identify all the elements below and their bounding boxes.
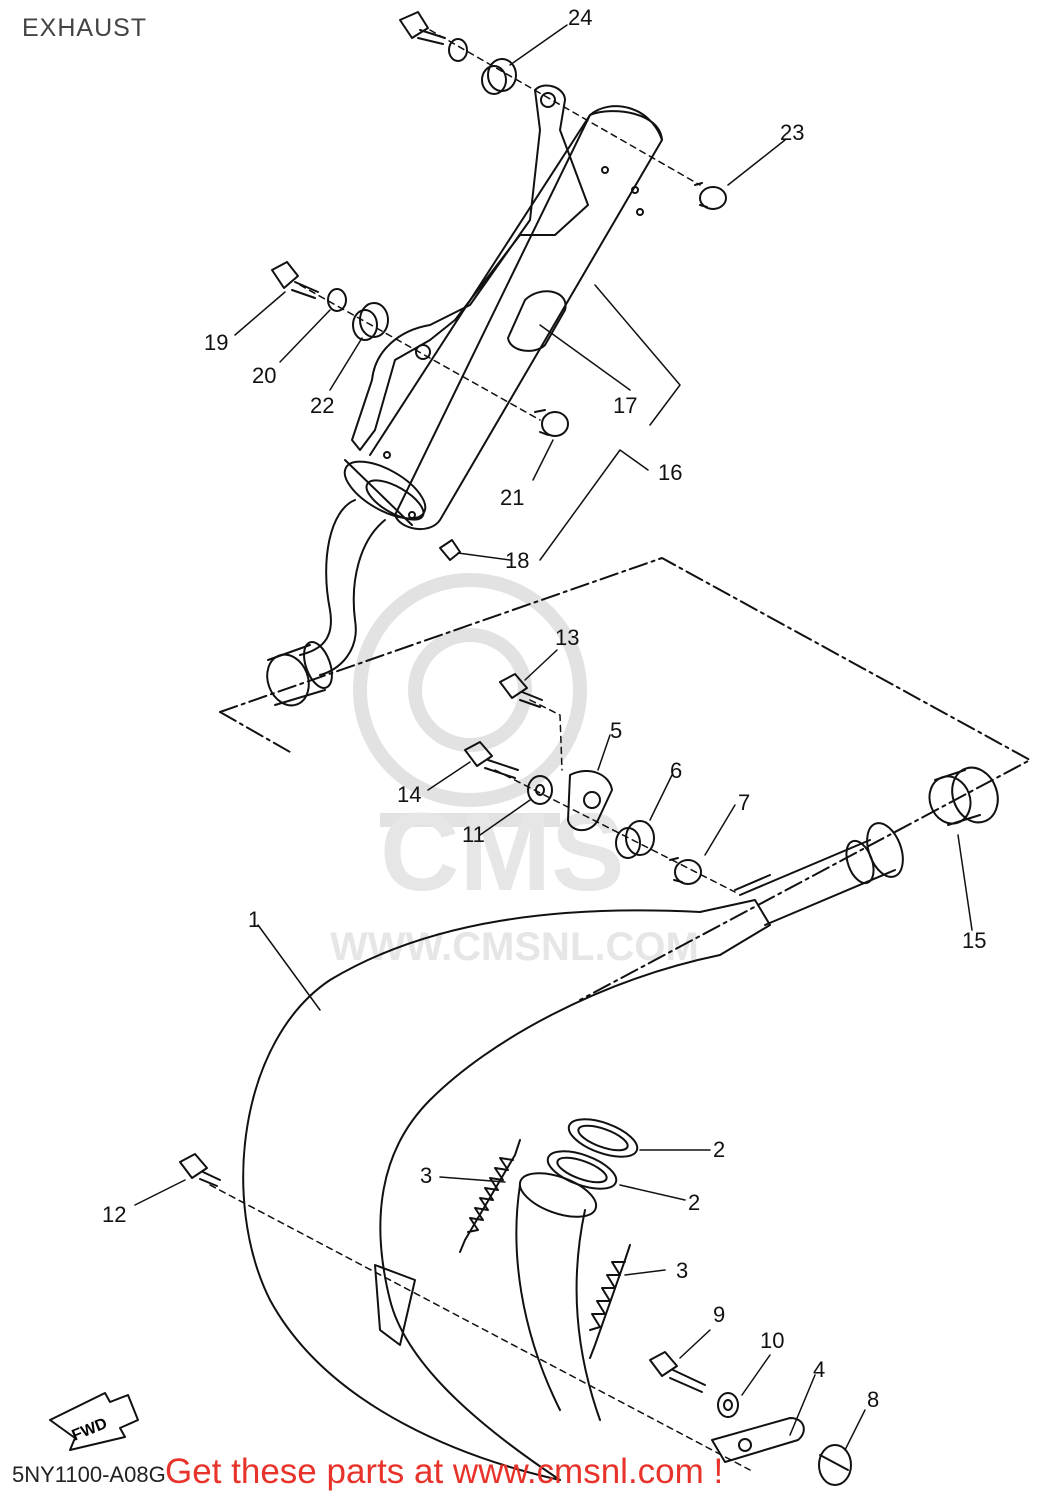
gasket-2a xyxy=(567,1118,639,1158)
callout-4: 4 xyxy=(813,1357,825,1382)
collar-7 xyxy=(669,857,702,885)
collar-21 xyxy=(534,409,569,437)
bolt-13 xyxy=(499,673,543,708)
callout-12: 12 xyxy=(102,1202,126,1227)
callout-22: 22 xyxy=(310,393,334,418)
callout-18: 18 xyxy=(505,548,529,573)
callout-6: 6 xyxy=(670,758,682,783)
callout-9: 9 xyxy=(713,1302,725,1327)
bracket-5 xyxy=(567,770,613,832)
callout-2b: 2 xyxy=(688,1190,700,1215)
callout-16: 16 xyxy=(658,460,682,485)
damper-8 xyxy=(818,1444,852,1486)
silencer-body xyxy=(343,105,663,531)
callout-17: 17 xyxy=(613,393,637,418)
watermark xyxy=(353,573,587,827)
callout-21: 21 xyxy=(500,485,524,510)
callout-11: 11 xyxy=(462,822,485,847)
callout-23: 23 xyxy=(780,120,804,145)
leader-lines xyxy=(134,24,973,1451)
washer-24 xyxy=(448,38,468,62)
callout-13: 13 xyxy=(555,625,579,650)
callout-15: 15 xyxy=(962,928,986,953)
callout-8: 8 xyxy=(867,1387,879,1412)
callout-5: 5 xyxy=(610,718,622,743)
fwd-label: FWD xyxy=(70,1415,110,1444)
joint-15 xyxy=(928,766,999,826)
watermark-ring xyxy=(353,573,587,807)
callout-10: 10 xyxy=(760,1328,784,1353)
centre-lines xyxy=(209,29,751,1471)
bolt-12 xyxy=(179,1153,221,1187)
watermark-inner-ring xyxy=(408,628,532,752)
callout-1: 1 xyxy=(248,907,260,932)
callout-2a: 2 xyxy=(713,1137,725,1162)
callout-3a: 3 xyxy=(420,1163,432,1188)
bolt-9 xyxy=(649,1351,706,1393)
callout-19: 19 xyxy=(204,330,228,355)
page-title: EXHAUST xyxy=(22,14,148,42)
washer-10 xyxy=(717,1392,739,1418)
screw-18 xyxy=(439,539,461,561)
washer-20 xyxy=(327,288,347,312)
washer-11 xyxy=(527,775,553,805)
callout-20: 20 xyxy=(252,363,276,388)
silencer-inlet-pipe xyxy=(266,499,386,707)
watermark-url: WWW.CMSNL.COM xyxy=(330,925,699,969)
callouts: 24 23 19 20 22 17 21 16 18 13 5 14 6 11 … xyxy=(102,5,986,1412)
callout-14: 14 xyxy=(397,782,421,807)
damper-22 xyxy=(352,302,389,341)
exhaust-pipe xyxy=(242,822,904,1481)
bolt-19 xyxy=(271,261,319,299)
diagram-code: 5NY1100-A08G xyxy=(12,1462,166,1487)
callout-24: 24 xyxy=(568,5,592,30)
silencer-bracket xyxy=(351,84,589,451)
gasket-2b xyxy=(546,1150,618,1190)
collar-23 xyxy=(694,182,727,210)
callout-3b: 3 xyxy=(676,1258,688,1283)
bracket-4 xyxy=(711,1417,805,1463)
protector-plate xyxy=(507,290,567,352)
watermark-brand: CMS xyxy=(380,791,624,914)
spring-3a xyxy=(459,1139,521,1253)
damper-6 xyxy=(615,820,655,859)
bolt-24 xyxy=(399,11,446,45)
spring-3b xyxy=(589,1244,631,1359)
promo-link[interactable]: Get these parts at www.cmsnl.com ! xyxy=(165,1452,724,1491)
assembly-boundary xyxy=(219,557,1031,1001)
damper-24 xyxy=(481,58,517,95)
fwd-arrow xyxy=(49,1392,139,1451)
callout-7: 7 xyxy=(738,790,750,815)
